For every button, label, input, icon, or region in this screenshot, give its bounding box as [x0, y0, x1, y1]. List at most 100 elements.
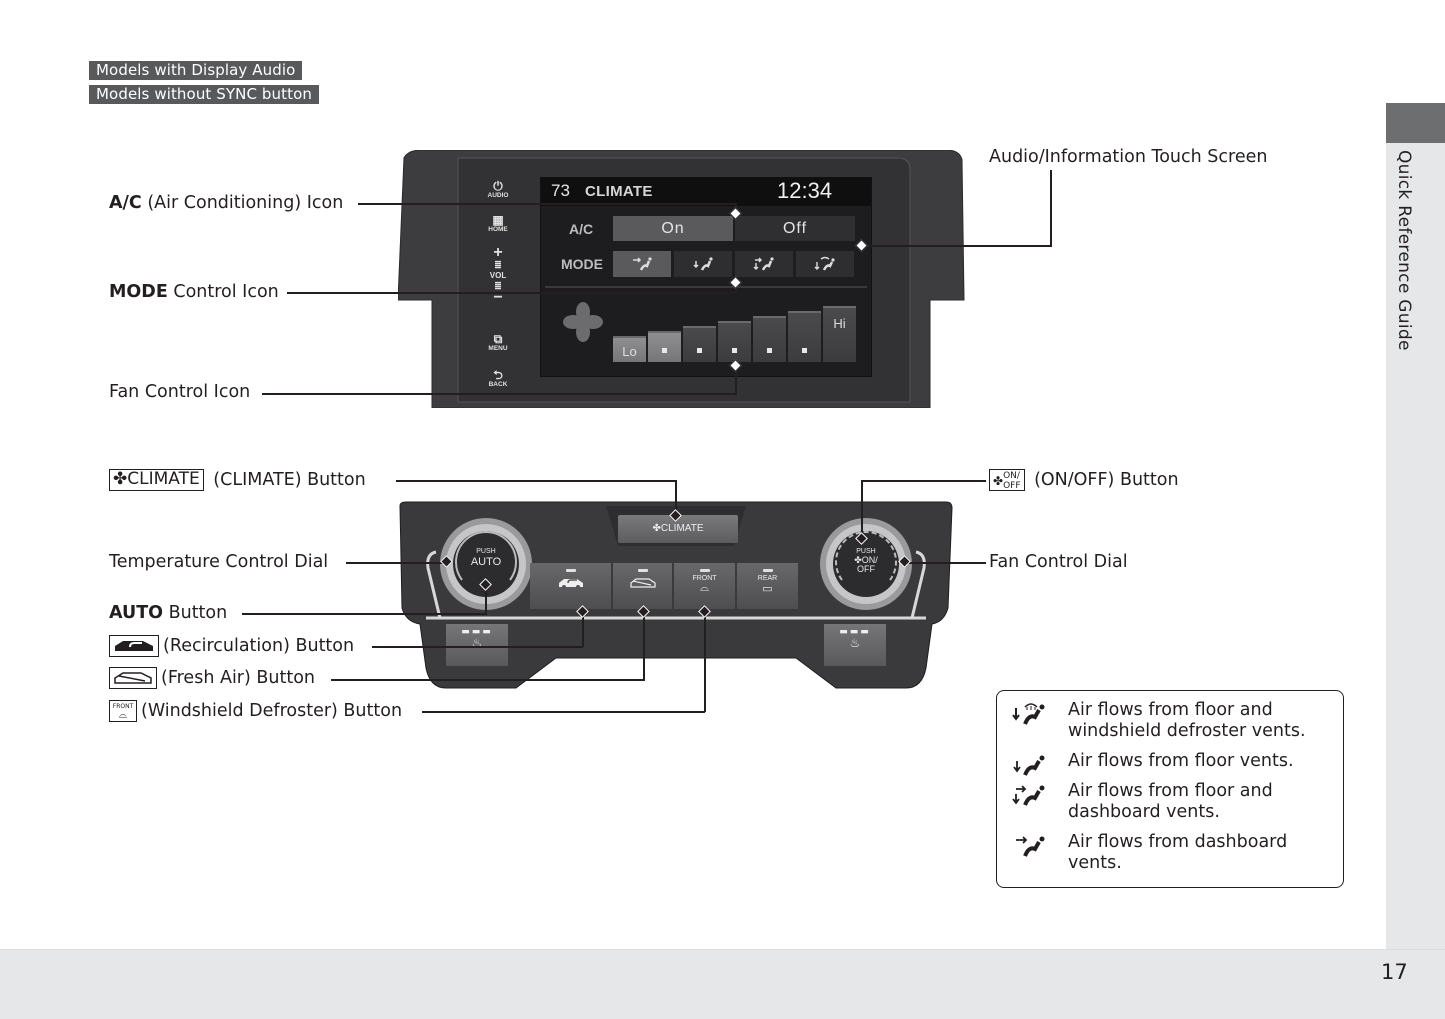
fresh-air-icon [629, 578, 656, 588]
fan-speed-level-2[interactable] [648, 331, 681, 362]
rear-defroster-button[interactable]: REAR ▭ [737, 563, 799, 609]
leader-line [735, 366, 737, 394]
model-tag-without-sync: Models without SYNC button [89, 85, 319, 104]
fan-level-dot [732, 348, 737, 353]
volume-bars-icon: ≣ [494, 281, 502, 291]
screen-header: 73 CLIMATE 12:34 [541, 178, 871, 206]
power-icon: ⏻ [493, 179, 503, 193]
leader-line [862, 480, 986, 482]
leader-line [331, 679, 645, 681]
leader-line [1050, 170, 1052, 246]
touch-screen-display[interactable]: 73 CLIMATE 12:34 A/C On Off MODE Lo Hi [540, 177, 872, 377]
menu-button[interactable]: ⧉ MENU [482, 333, 514, 352]
leader-line [643, 612, 645, 680]
leader-line [262, 393, 737, 395]
fan-speed-level-3[interactable] [683, 326, 716, 362]
mode-dashboard-button[interactable] [613, 251, 671, 277]
screen-divider [545, 286, 867, 288]
mode-floor-dashboard-button[interactable] [735, 251, 793, 277]
leader-line [396, 480, 676, 482]
dashboard-airflow-icon [633, 257, 652, 271]
back-button[interactable]: ⮌ BACK [482, 369, 514, 388]
volume-control[interactable]: + ≣ VOL ≣ − [482, 244, 514, 306]
recirculation-icon [558, 579, 583, 589]
indicator-led [637, 569, 648, 572]
fan-level-dot [802, 348, 807, 353]
leader-line [485, 585, 487, 614]
fan-icon [563, 302, 603, 342]
side-tab-label: Quick Reference Guide [1394, 150, 1414, 351]
fan-speed-level-7[interactable]: Hi [823, 306, 856, 362]
recirculation-button[interactable] [530, 563, 612, 609]
fan-speed-level-4[interactable] [718, 321, 751, 362]
ac-label: A/C [569, 221, 594, 237]
ac-on-button[interactable]: On [613, 216, 733, 241]
leader-line [675, 480, 677, 516]
fan-icon: ✤ [854, 555, 862, 565]
fan-level-dot [767, 348, 772, 353]
windshield-defroster-icon: ⌓ [700, 582, 709, 594]
screen-title: CLIMATE [585, 183, 653, 200]
leader-line [582, 612, 584, 647]
right-seat-heater-button[interactable]: ▬▬▬ ♨ [824, 624, 886, 666]
fan-speed-level-1[interactable]: Lo [613, 336, 646, 362]
mode-label: MODE [561, 256, 603, 272]
fresh-air-icon-box [109, 667, 157, 689]
fan-level-label: Lo [622, 344, 637, 359]
fan-speed-level-6[interactable] [788, 311, 821, 362]
fan-level-label: Hi [833, 316, 846, 331]
dashboard-airflow-icon [1016, 836, 1045, 857]
recirculation-icon-box [109, 635, 159, 657]
fan-icon: ✤ [993, 474, 1004, 488]
fan-level-dot [697, 348, 702, 353]
front-defroster-button[interactable]: FRONT ⌓ [674, 563, 736, 609]
recirculation-icon [115, 641, 153, 651]
callout-fan-icon: Fan Control Icon [109, 382, 251, 402]
model-tag-display-audio: Models with Display Audio [89, 61, 303, 80]
plus-icon: + [493, 244, 503, 261]
side-tab-marker [1386, 103, 1445, 143]
fresh-air-button[interactable] [613, 563, 673, 609]
callout-fresh-air-button: (Fresh Air) Button [109, 667, 315, 689]
leader-line [242, 613, 487, 615]
temperature-readout: 73 [551, 181, 570, 200]
fan-icon: ✤ [113, 469, 128, 489]
defroster-icon-box: FRONT⌓ [109, 700, 137, 722]
home-button[interactable]: ▦ HOME [482, 214, 514, 233]
windshield-defroster-icon: ⌓ [119, 710, 127, 721]
volume-bars-icon: ≣ [494, 260, 502, 270]
climate-icon-box: ✤CLIMATE [109, 469, 204, 491]
mode-floor-defroster-button[interactable] [796, 251, 854, 277]
mode-floor-button[interactable] [674, 251, 732, 277]
fresh-air-icon [114, 672, 152, 684]
leader-line [704, 612, 706, 712]
ac-off-button[interactable]: Off [735, 216, 855, 241]
fan-icon: ✤ [652, 523, 661, 534]
audio-power-button[interactable]: ⏻ AUDIO [482, 180, 514, 199]
page-number: 17 [1381, 960, 1408, 984]
on-off-icon-box: ✤ON/OFF [989, 469, 1025, 491]
home-grid-icon: ▦ [492, 213, 504, 227]
indicator-leds: ▬▬▬ [839, 627, 871, 637]
leader-line [861, 480, 863, 538]
temperature-dial-auto-button[interactable]: PUSH AUTO [470, 548, 502, 568]
callout-temperature-dial: Temperature Control Dial [109, 552, 329, 572]
page-footer [0, 949, 1445, 1019]
callout-touch-screen: Audio/Information Touch Screen [989, 147, 1268, 167]
seat-heater-icon: ♨ [471, 636, 483, 650]
fan-speed-level-5[interactable] [753, 316, 786, 362]
floor-defroster-airflow-icon [814, 256, 835, 271]
callout-recirculation-button: (Recirculation) Button [109, 635, 354, 657]
callout-ac-icon: A/C (Air Conditioning) Icon [109, 193, 344, 213]
callout-climate-button: ✤CLIMATE (CLIMATE) Button [109, 469, 366, 491]
leader-line [422, 711, 705, 713]
fan-dial-on-off-button[interactable]: PUSH ✤ON/ OFF [854, 548, 878, 574]
callout-mode-icon: MODE Control Icon [109, 282, 279, 302]
leader-line [904, 562, 986, 564]
callout-fan-dial: Fan Control Dial [989, 552, 1128, 572]
left-seat-heater-button[interactable]: ▬▬▬ ♨ [446, 624, 508, 666]
fan-level-dot [662, 348, 667, 353]
side-tab[interactable] [1386, 143, 1445, 949]
floor-dashboard-airflow-icon [1012, 785, 1045, 806]
climate-button[interactable]: ✤CLIMATE [618, 515, 738, 543]
